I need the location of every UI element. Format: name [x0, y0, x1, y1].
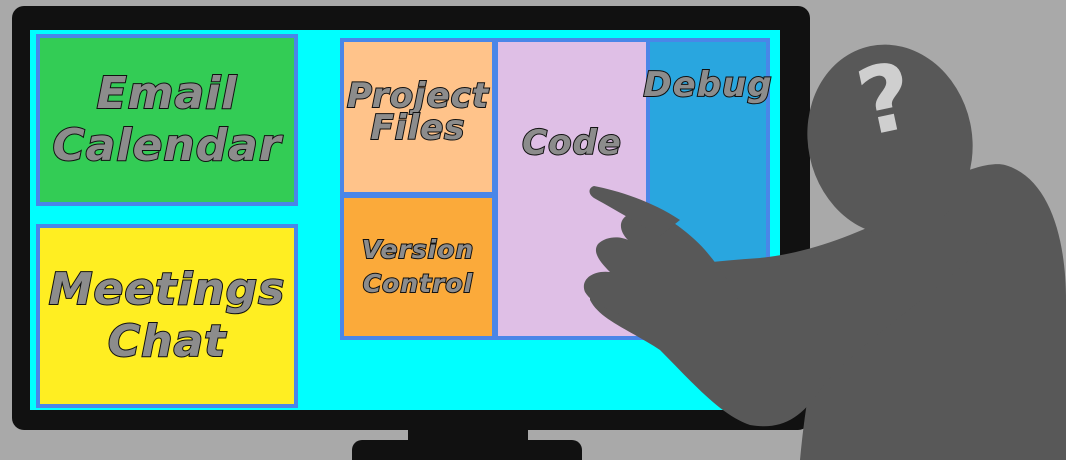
person-head — [807, 44, 973, 236]
pointing-finger — [589, 186, 680, 236]
debug-label: Debug — [642, 64, 773, 106]
meetings-chat-panel[interactable]: Meetings Chat — [36, 224, 298, 408]
person-hand — [583, 188, 746, 344]
version-label: Version — [361, 234, 475, 265]
email-calendar-panel[interactable]: Email Calendar — [36, 34, 298, 206]
control-label: Control — [362, 268, 474, 299]
email-label: Email — [96, 67, 238, 120]
chat-label: Chat — [107, 315, 227, 368]
files-label: Files — [370, 107, 466, 149]
person-body — [800, 164, 1066, 460]
calendar-label: Calendar — [51, 119, 282, 172]
project-label: Project — [346, 75, 490, 117]
monitor-stand-base — [352, 440, 582, 460]
version-control-panel[interactable]: Version Control — [340, 194, 496, 340]
person-arm — [590, 195, 990, 427]
code-label: Code — [521, 122, 622, 164]
meetings-label: Meetings — [48, 263, 286, 316]
